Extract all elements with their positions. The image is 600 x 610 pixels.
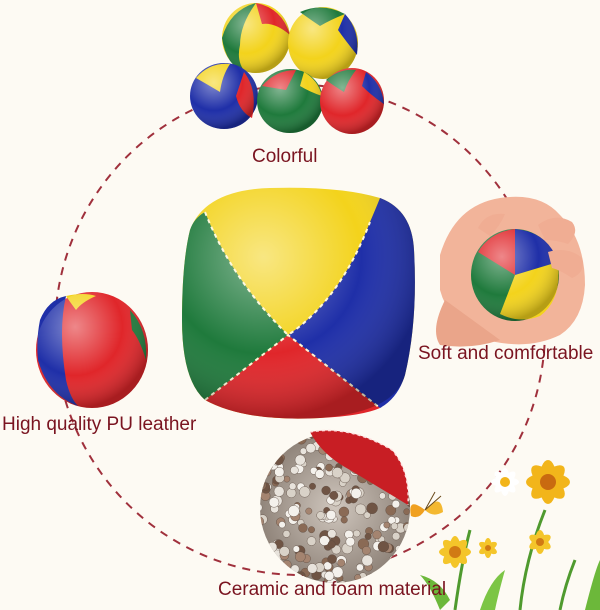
- center-ball-image: [182, 187, 415, 419]
- label-high-quality-pu-leather: High quality PU leather: [2, 414, 197, 435]
- ball-pile-image: [190, 3, 384, 134]
- ball-front-green: [257, 69, 323, 133]
- pellets-image: [260, 429, 410, 583]
- ball-top-left: [222, 3, 290, 73]
- ball-front-red: [320, 68, 384, 134]
- butterfly-icon: [410, 491, 443, 518]
- label-soft-and-comfortable: Soft and comfortable: [418, 343, 594, 364]
- hand-holding-ball-image: [436, 196, 585, 347]
- flowers-decoration: [410, 460, 600, 610]
- ball-top-right: [288, 7, 358, 79]
- label-ceramic-and-foam-material: Ceramic and foam material: [218, 579, 447, 600]
- label-colorful: Colorful: [252, 146, 318, 167]
- left-ball-image: [36, 292, 148, 408]
- ball-front-blue: [190, 63, 258, 129]
